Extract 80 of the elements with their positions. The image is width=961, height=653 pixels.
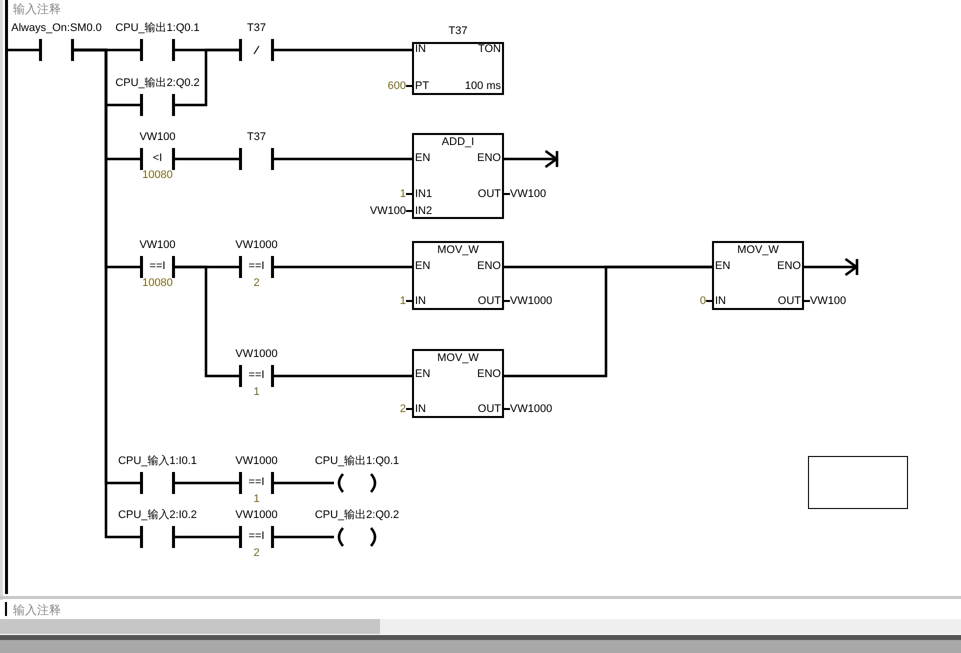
contact-label: VW1000 <box>235 455 278 468</box>
pin-label: EN <box>415 368 430 381</box>
output-value: VW100 <box>504 188 546 201</box>
wire <box>175 48 239 106</box>
contact-label: VW1000 <box>235 509 278 522</box>
wire <box>8 48 39 52</box>
comparison-operator: ==I <box>248 260 264 273</box>
block-title: MOV_W <box>437 352 479 365</box>
input-value: 600 <box>388 80 412 93</box>
wire <box>274 266 412 268</box>
block-title: ADD_I <box>442 136 474 149</box>
pin-label: OUT <box>778 295 801 308</box>
comparison-operator: ==I <box>248 476 264 489</box>
input-value: 0 <box>700 295 712 308</box>
pin-label: 100 ms <box>464 80 501 93</box>
contact-label: CPU_输出1:Q0.1 <box>314 455 400 468</box>
output-value: VW1000 <box>504 295 552 308</box>
empty-box <box>808 456 908 509</box>
contact-label: CPU_输出2:Q0.2 <box>314 509 400 522</box>
comment-text: 输入注释 <box>13 602 61 619</box>
contact-label: CPU_输出2:Q0.2 <box>115 77 200 90</box>
pin-label: IN2 <box>415 205 432 218</box>
contact-label: T37 <box>247 131 266 144</box>
wire <box>274 48 412 52</box>
pin-label: OUT <box>478 403 501 416</box>
contact-label: CPU_输出1:Q0.1 <box>115 22 200 35</box>
wire <box>175 536 239 538</box>
input-value: 1 <box>400 188 412 201</box>
contact-label: VW1000 <box>235 239 278 252</box>
input-value: 2 <box>400 403 412 416</box>
pin-label: EN <box>415 152 430 165</box>
pin-label: OUT <box>478 295 501 308</box>
input-value: 1 <box>400 295 412 308</box>
wire <box>175 158 239 160</box>
power-rail <box>5 0 8 594</box>
pin-label: ENO <box>477 368 501 381</box>
contact-label: CPU_输入2:I0.2 <box>118 509 197 522</box>
block-title: MOV_W <box>737 244 779 257</box>
operand-value: 10080 <box>142 277 173 290</box>
pin-label: ENO <box>477 152 501 165</box>
pin-label: TON <box>478 43 501 56</box>
comparison-operator: ==I <box>150 260 166 273</box>
comparison-operator: <I <box>152 152 162 165</box>
output-value: VW100 <box>804 295 846 308</box>
pin-label: IN <box>415 43 426 56</box>
block-title: T37 <box>448 25 468 38</box>
operand-value: 10080 <box>142 169 173 182</box>
pin-label: IN <box>415 403 426 416</box>
pin-label: IN <box>415 295 426 308</box>
pin-label: IN <box>715 295 726 308</box>
operand-value: 2 <box>253 277 260 290</box>
pin-label: PT <box>415 80 430 93</box>
wire <box>274 482 334 484</box>
contact-label: T37 <box>247 22 266 35</box>
wire <box>175 266 239 378</box>
contact-label: Always_On:SM0.0 <box>11 22 102 35</box>
wire <box>274 374 412 378</box>
pin-label: ENO <box>477 260 501 273</box>
wire <box>175 482 239 484</box>
contact-label: VW1000 <box>235 348 278 361</box>
input-value: VW100 <box>370 205 412 218</box>
block-title: MOV_W <box>437 244 479 257</box>
operand-value: 1 <box>253 386 260 399</box>
pin-label: ENO <box>777 260 801 273</box>
contact-label: VW100 <box>139 131 176 144</box>
output-value: VW1000 <box>504 403 552 416</box>
pin-label: EN <box>715 260 730 273</box>
comparison-operator: ==I <box>248 369 264 382</box>
contact-label: CPU_输入1:I0.1 <box>118 455 197 468</box>
pin-label: EN <box>415 260 430 273</box>
wire <box>274 536 334 538</box>
pin-label: OUT <box>478 188 501 201</box>
operand-value: 1 <box>253 493 260 506</box>
pin-label: IN1 <box>415 188 432 201</box>
contact-label: VW100 <box>139 239 176 252</box>
comparison-operator: ==I <box>248 530 264 543</box>
operand-value: 2 <box>253 547 260 560</box>
wire <box>274 158 412 160</box>
comment-text: 输入注释 <box>13 1 61 18</box>
wire <box>504 266 712 378</box>
